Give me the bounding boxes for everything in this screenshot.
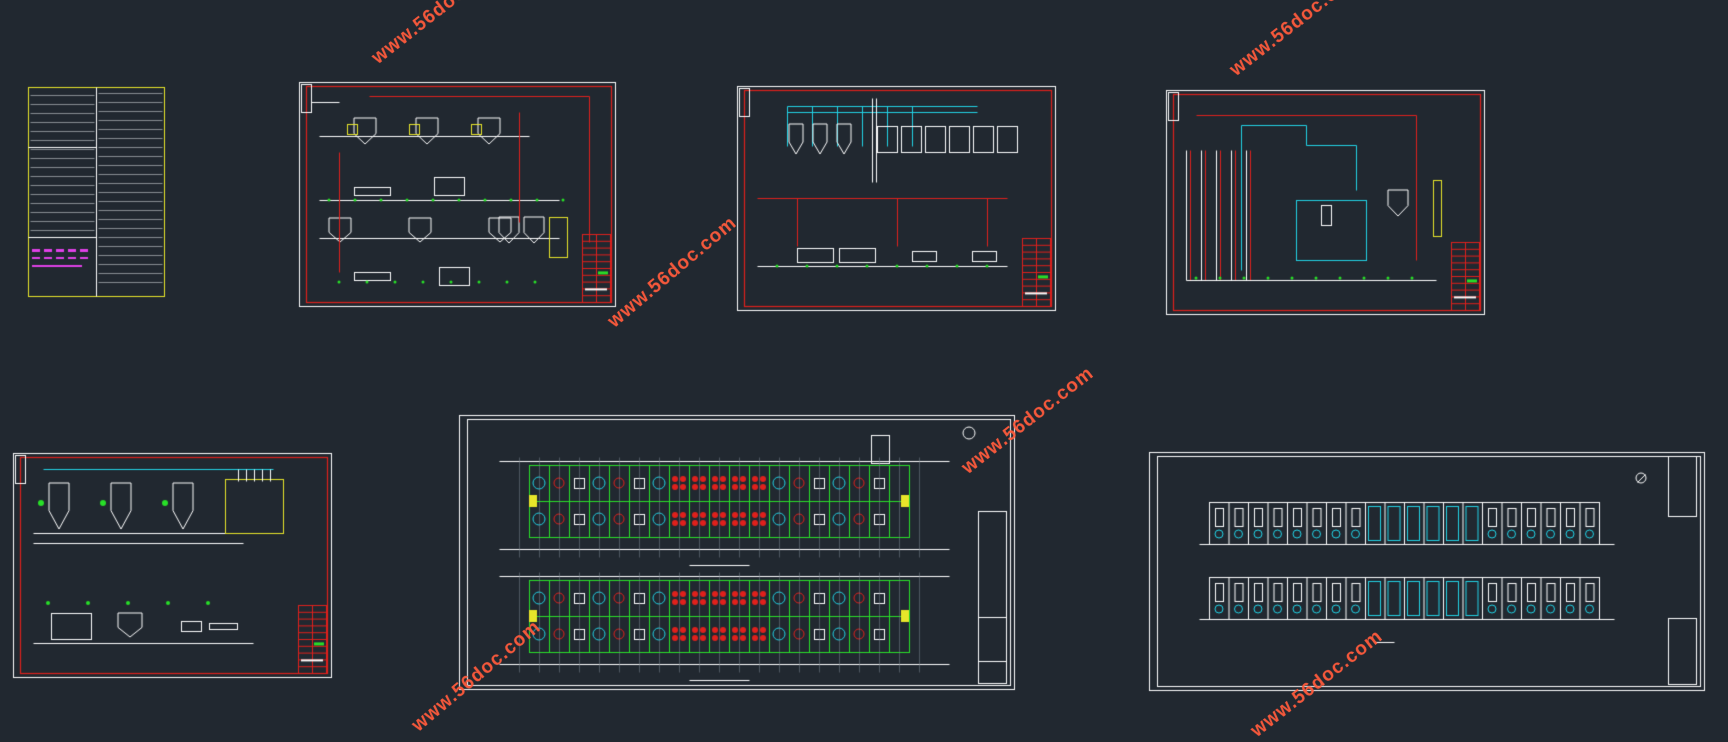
- cad-model-space[interactable]: [0, 0, 1728, 720]
